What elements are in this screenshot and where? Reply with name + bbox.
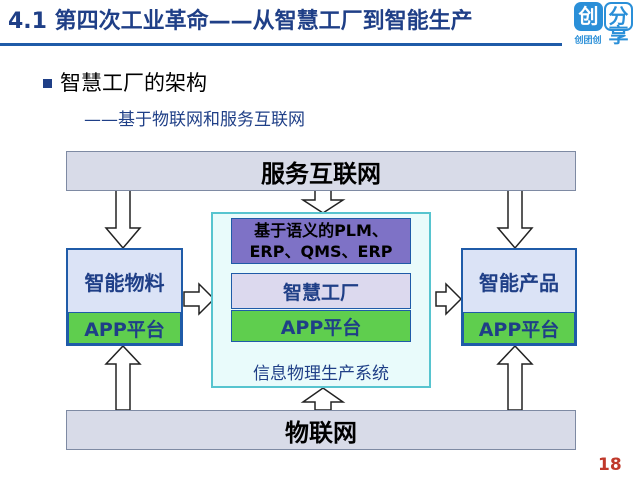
square-bullet-icon <box>43 79 52 88</box>
smart-product-app-platform: APP平台 <box>463 312 575 344</box>
smart-product-label: 智能产品 <box>479 270 559 295</box>
arrow-up-left <box>104 344 142 411</box>
slide-title: 4.1 第四次工业革命——从智慧工厂到智能生产 <box>8 9 473 34</box>
arrow-down-right <box>496 189 534 250</box>
smart-material-label: 智能物料 <box>84 270 165 295</box>
arrow-up-center <box>300 387 346 411</box>
smart-factory-box: 智慧工厂 <box>231 273 411 309</box>
bullet-heading: 智慧工厂的架构 <box>60 71 207 95</box>
smart-product-box: 智能产品 APP平台 <box>461 248 577 346</box>
smart-material-box: 智能物料 APP平台 <box>66 248 183 346</box>
arrow-down-center <box>300 189 346 214</box>
arrow-up-right <box>496 344 534 411</box>
service-internet-bar: 服务互联网 <box>66 151 576 191</box>
page-number: 18 <box>598 455 622 475</box>
bullet-subtitle: ——基于物联网和服务互联网 <box>84 110 305 130</box>
cps-caption: 信息物理生产系统 <box>253 363 389 384</box>
title-divider <box>0 43 562 46</box>
cyber-physical-frame: 基于语义的PLM、 ERP、QMS、ERP 智慧工厂 APP平台 信息物理生产系… <box>211 212 431 388</box>
semantic-systems-box: 基于语义的PLM、 ERP、QMS、ERP <box>231 218 411 264</box>
brand-logo: 创 分 享 创团创 <box>572 2 634 48</box>
logo-char-right-bottom: 享 <box>608 23 629 47</box>
logo-subtext: 创团创 <box>574 36 602 46</box>
arrow-down-left <box>104 189 142 250</box>
arrow-right-left <box>183 282 216 316</box>
center-app-platform: APP平台 <box>231 310 411 342</box>
logo-char-left: 创 <box>574 2 603 31</box>
smart-material-app-platform: APP平台 <box>68 312 181 344</box>
logo-char-right-top: 分 <box>604 2 633 31</box>
iot-bar: 物联网 <box>66 410 576 450</box>
semantic-systems-line2: ERP、QMS、ERP <box>249 242 393 261</box>
semantic-systems-line1: 基于语义的PLM、 <box>254 221 388 240</box>
arrow-right-right <box>435 282 463 316</box>
